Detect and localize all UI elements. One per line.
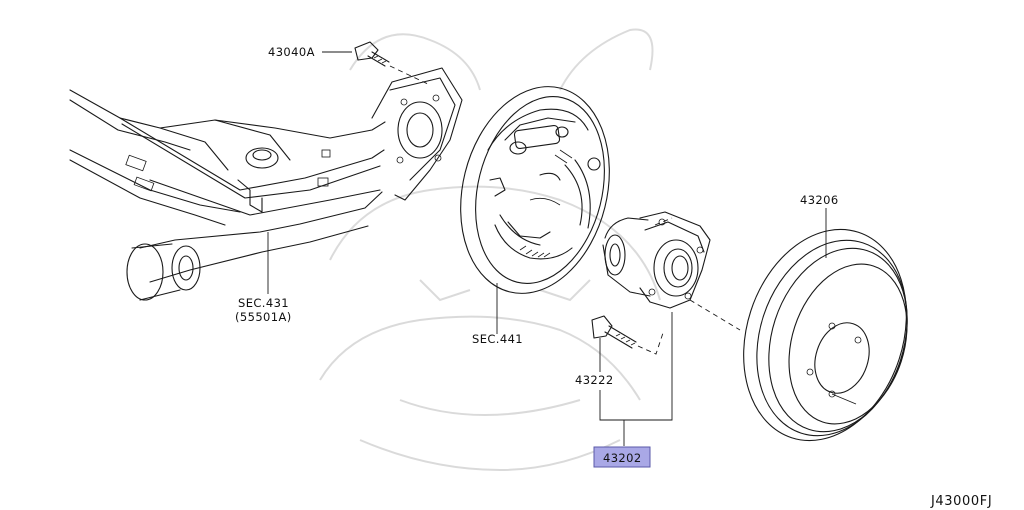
bracket-43202 [599, 312, 673, 421]
hub-bearing-assembly[interactable] [602, 211, 711, 309]
brake-drum[interactable] [717, 208, 932, 462]
hub-stud-43222[interactable] [591, 315, 637, 349]
label-sec441[interactable]: SEC.441 [472, 332, 523, 346]
label-43202[interactable]: 43202 [603, 451, 642, 465]
label-43222[interactable]: 43222 [575, 373, 614, 387]
watermark-logo [319, 28, 661, 472]
dashed-line-hub-drum [689, 299, 741, 331]
bolt-43040a[interactable] [354, 41, 390, 67]
dashed-line-bolt [389, 65, 431, 86]
dashed-line-plate-hub [654, 217, 673, 226]
label-43206[interactable]: 43206 [800, 193, 839, 207]
label-sec431-code: (55501A) [235, 310, 292, 324]
rear-axle-beam[interactable] [69, 67, 463, 301]
label-sec431[interactable]: SEC.431 [238, 296, 289, 310]
diagram-code: J43000FJ [930, 494, 992, 509]
dashed-line-stud [637, 329, 665, 355]
label-43040a[interactable]: 43040A [268, 45, 315, 59]
brake-backing-plate[interactable] [440, 71, 631, 310]
highlight-43202-box[interactable] [593, 446, 651, 468]
